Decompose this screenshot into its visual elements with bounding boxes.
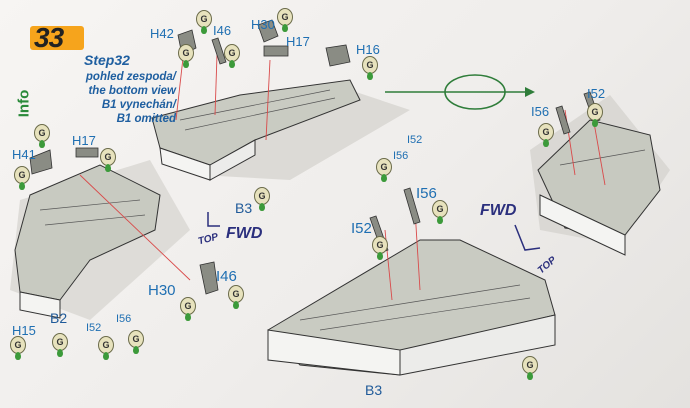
paint-badge: G (178, 44, 194, 68)
label-i56-main: I56 (416, 185, 437, 202)
step-badge (30, 26, 84, 50)
paint-badge: G (100, 148, 116, 172)
paint-badge: G (228, 285, 244, 309)
paint-badge: G (196, 10, 212, 34)
label-h17-left: H17 (72, 133, 96, 148)
label-b3-main: B3 (365, 382, 383, 398)
label-b3-mid: B3 (235, 200, 253, 216)
label-h17-top: H17 (286, 34, 310, 49)
label-h16: H16 (356, 42, 380, 57)
part-i56-main (403, 187, 421, 225)
fwd-label-main: FWD (480, 202, 517, 219)
label-h42: H42 (150, 26, 174, 41)
paint-badge: G (538, 123, 554, 147)
paint-badge: G (587, 103, 603, 127)
paint-badge: G (128, 330, 144, 354)
paint-badge: G (432, 200, 448, 224)
label-h41: H41 (12, 147, 36, 162)
cockpit-tub-left (14, 164, 161, 319)
paint-badge: G (224, 44, 240, 68)
label-i52-right: I52 (587, 86, 606, 101)
label-i52-main: I52 (351, 220, 372, 237)
cockpit-tub-main (267, 239, 556, 376)
paint-badge: G (14, 166, 30, 190)
paint-badge: G (10, 336, 26, 360)
paint-badge: G (254, 187, 270, 211)
step-note: pohled zespoda/ the bottom view B1 vynec… (56, 70, 176, 126)
note-line: B1 vynechán/ (101, 99, 176, 111)
part-i46-top (211, 37, 227, 65)
label-h30-top: H30 (251, 17, 275, 32)
part-h30-bottom (199, 261, 219, 295)
paint-badge: G (52, 333, 68, 357)
label-i56-left: I56 (116, 313, 132, 325)
fwd-label-mid: FWD (226, 225, 263, 242)
label-i52-left: I52 (86, 322, 102, 334)
orient-arrow-mid (207, 212, 220, 227)
part-h16 (325, 44, 351, 67)
part-h30-top (257, 19, 279, 43)
label-h15: H15 (12, 323, 36, 338)
guide-lines (79, 54, 606, 301)
paint-badge: G (362, 56, 378, 80)
paint-badge: G (34, 124, 50, 148)
flip-ellipse (444, 74, 506, 110)
flip-arrow-head (525, 87, 535, 97)
label-i46-bottom: I46 (216, 268, 237, 285)
step-title: Step32 (84, 52, 130, 68)
orient-arrow-main (514, 224, 541, 251)
label-i56-mid: I56 (393, 150, 409, 162)
paint-badge: G (98, 336, 114, 360)
label-h30-bottom: H30 (148, 282, 176, 299)
part-h41 (29, 149, 53, 175)
paint-badge: G (522, 356, 538, 380)
note-line: pohled zespoda/ (85, 71, 176, 83)
note-line: B1 omitted (116, 113, 176, 125)
step-number: 33 (34, 22, 64, 53)
label-i46-top: I46 (213, 23, 232, 38)
label-b2: B2 (50, 310, 68, 326)
part-h17-left (75, 147, 99, 158)
note-line: the bottom view (88, 85, 176, 97)
cockpit-tub-middle (151, 79, 361, 181)
paint-badge: G (277, 8, 293, 32)
label-i56-right: I56 (531, 104, 550, 119)
info-label: Info (15, 89, 33, 118)
paint-badge: G (376, 158, 392, 182)
part-i56-right (555, 105, 571, 135)
cockpit-tub-right (537, 119, 661, 256)
part-h17-top (263, 45, 289, 57)
label-i52-mid: I52 (407, 134, 423, 146)
paint-badge: G (372, 236, 388, 260)
paint-badge: G (180, 297, 196, 321)
